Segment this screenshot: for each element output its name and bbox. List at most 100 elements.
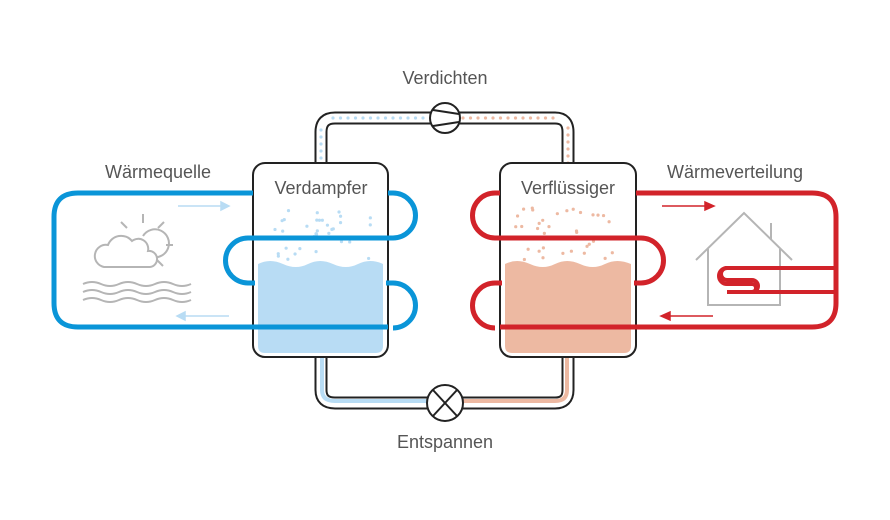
- vapor-dot: [514, 225, 518, 229]
- vapor-dot: [506, 116, 510, 120]
- expansion-valve-icon: [426, 384, 464, 422]
- vapor-dot: [391, 116, 395, 120]
- vapor-dot: [551, 116, 555, 120]
- vapor-dot: [315, 218, 319, 222]
- flow-arrows: [175, 200, 716, 322]
- vapor-dot: [582, 251, 586, 255]
- label-expansion: Entspannen: [397, 432, 493, 452]
- vapor-dot: [491, 116, 495, 120]
- vapor-dot: [596, 213, 600, 217]
- vapor-dot: [566, 140, 570, 144]
- vapor-dot: [535, 226, 540, 231]
- vapor-dot: [537, 249, 541, 253]
- vapor-dot: [353, 116, 358, 120]
- heat-source-loop: [51, 190, 418, 331]
- vapor-dot: [537, 221, 541, 225]
- vapor-dot: [566, 154, 570, 158]
- vapor-dot: [610, 251, 614, 255]
- vapor-dot: [521, 207, 526, 211]
- vapor-dot: [565, 209, 569, 213]
- evaporator-liquid: [258, 261, 383, 353]
- vapor-dot: [413, 116, 418, 120]
- vapor-dot: [337, 210, 341, 214]
- vapor-dot: [515, 214, 520, 218]
- vapor-dot: [555, 212, 559, 216]
- vapor-dot: [520, 224, 524, 229]
- vapor-dot: [331, 227, 335, 231]
- vapor-dot: [305, 224, 309, 228]
- vapor-dot: [314, 232, 318, 236]
- compressor-icon: [429, 102, 461, 134]
- vapor-dot: [367, 256, 371, 261]
- vapor-dot: [319, 156, 323, 160]
- vapor-dot: [339, 240, 344, 244]
- vapor-dot: [569, 249, 573, 253]
- vapor-dot: [293, 252, 297, 256]
- vapor-dot: [276, 254, 280, 258]
- vapor-dot: [398, 116, 403, 120]
- vapor-dot: [368, 116, 373, 120]
- vapor-dot: [522, 257, 526, 262]
- vapor-dot: [483, 116, 488, 120]
- vapor-dot: [319, 149, 323, 153]
- vapor-dot: [566, 126, 570, 130]
- vapor-dot: [327, 231, 331, 235]
- vapor-dot: [368, 216, 372, 220]
- vapor-dot: [319, 128, 323, 132]
- vapor-dot: [571, 207, 575, 211]
- vapor-dot: [284, 246, 288, 250]
- label-condenser: Verflüssiger: [521, 178, 615, 198]
- condenser-liquid: [505, 261, 631, 353]
- vapor-dot: [319, 142, 323, 146]
- vapor-dot: [282, 218, 286, 222]
- vapor-dot: [476, 116, 480, 120]
- vapor-dot: [541, 246, 545, 250]
- sun-cloud-icon: [93, 214, 173, 268]
- vapor-dot: [521, 116, 525, 120]
- vapor-dot: [547, 224, 551, 229]
- vapor-dot: [498, 116, 503, 120]
- house-icon: [695, 211, 793, 306]
- vapor-dot: [315, 229, 319, 233]
- vapor-dot: [325, 223, 330, 227]
- vapor-dot: [542, 231, 546, 235]
- vapor-dot: [298, 247, 302, 251]
- label-compressor: Verdichten: [402, 68, 487, 88]
- vapor-dot: [421, 116, 425, 120]
- label-heat-distribution: Wärmeverteilung: [667, 162, 803, 182]
- vapor-dot: [461, 116, 465, 120]
- vapor-dot: [468, 116, 473, 120]
- water-waves-icon: [82, 281, 192, 303]
- vapor-dot: [368, 223, 372, 227]
- vapor-dot: [591, 213, 595, 217]
- vapor-dot: [281, 229, 285, 233]
- vapor-dot: [543, 116, 548, 120]
- vapor-dot: [406, 116, 410, 120]
- vapor-dot: [530, 206, 534, 210]
- vapor-dot: [513, 116, 518, 120]
- vapor-dot: [603, 256, 607, 260]
- vapor-dot: [319, 135, 323, 139]
- vapor-dot: [315, 211, 319, 215]
- vapor-dot: [338, 116, 343, 120]
- vapor-dot: [601, 213, 606, 218]
- vapor-dot: [526, 247, 530, 251]
- vapor-dot: [286, 209, 291, 213]
- vapor-dot: [317, 218, 322, 222]
- vapor-dot: [314, 249, 318, 254]
- vapor-dot: [346, 116, 350, 120]
- vapor-dot: [528, 116, 533, 120]
- label-evaporator: Verdampfer: [274, 178, 367, 198]
- vapor-dot: [273, 227, 277, 232]
- label-heat-source: Wärmequelle: [105, 162, 211, 182]
- vapor-dot: [587, 242, 591, 246]
- vapor-dot: [607, 220, 611, 224]
- vapor-dot: [575, 230, 579, 234]
- vapor-dot: [320, 218, 324, 222]
- vapor-dot: [348, 240, 352, 244]
- vapor-dot: [338, 214, 343, 218]
- vapor-dot: [566, 133, 570, 137]
- vapor-dot: [376, 116, 380, 120]
- vapor-dot: [331, 116, 335, 120]
